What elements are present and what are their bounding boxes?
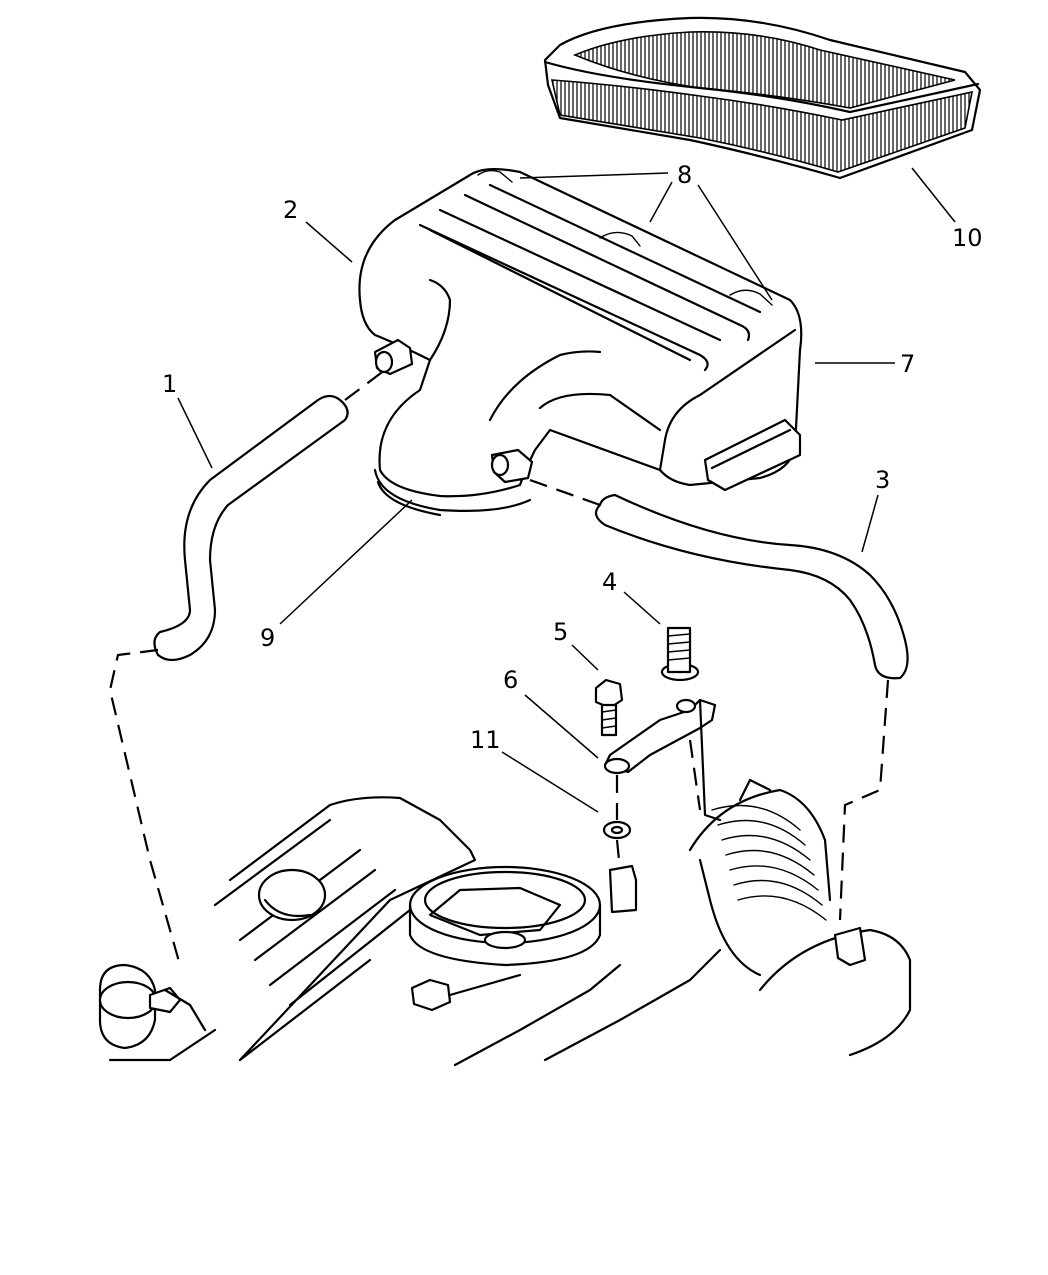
callout-9: 9 xyxy=(260,624,275,652)
housing-vent-nipple-right xyxy=(490,448,534,484)
callout-4: 4 xyxy=(602,568,617,596)
vent-hose-right xyxy=(594,493,909,680)
housing-vent-nipple-left xyxy=(373,338,414,376)
callout-1: 1 xyxy=(162,370,177,398)
callout-11: 11 xyxy=(470,726,501,754)
callout-5: 5 xyxy=(553,618,568,646)
vent-hose-left xyxy=(153,394,349,662)
callout-10: 10 xyxy=(952,224,983,252)
mounting-bracket xyxy=(603,698,717,775)
air-filter-element xyxy=(543,16,982,180)
hose-routing-right xyxy=(529,478,601,507)
callout-7: 7 xyxy=(900,350,915,378)
callout-8: 8 xyxy=(677,161,692,189)
hose-routing-left xyxy=(108,648,182,966)
washer xyxy=(602,820,632,840)
mounting-bolt xyxy=(594,678,624,737)
engine-assembly xyxy=(98,698,912,1067)
mounting-stud xyxy=(660,626,700,682)
air-cleaner-housing xyxy=(358,168,803,517)
callout-6: 6 xyxy=(503,666,518,694)
callout-2: 2 xyxy=(283,196,298,224)
callout-3: 3 xyxy=(875,466,890,494)
leader-lines xyxy=(177,167,956,813)
